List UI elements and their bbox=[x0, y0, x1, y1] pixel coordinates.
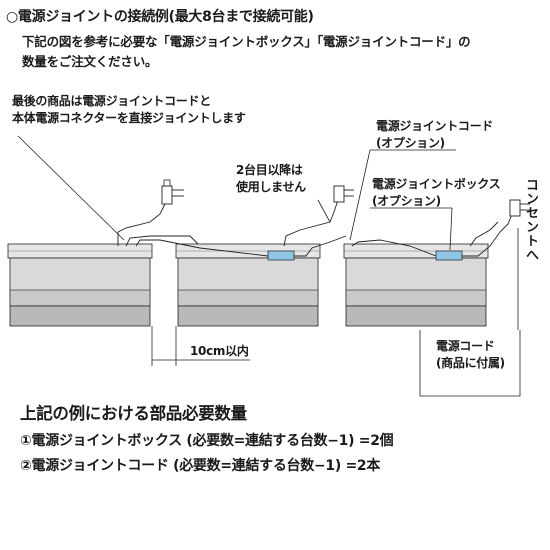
callout-joint-box: 電源ジョイントボックス (オプション) bbox=[372, 176, 501, 210]
intro-line-1: 下記の図を参考に必要な「電源ジョイントボックス」「電源ジョイントコード」の bbox=[22, 34, 471, 49]
callout-power-cord-line-1: 電源コード bbox=[436, 339, 495, 353]
blind-unit-2 bbox=[175, 243, 321, 327]
requirement-item-1: ①電源ジョイントボックス (必要数=連結する台数−1) =2個 bbox=[20, 433, 394, 449]
callout-last-product: 最後の商品は電源ジョイントコードと 本体電源コネクターを直接ジョイントします bbox=[12, 93, 246, 127]
callout-outlet: コンセントへ bbox=[523, 178, 538, 262]
callout-last-product-line-1: 最後の商品は電源ジョイントコードと bbox=[12, 94, 211, 108]
blind-unit-1 bbox=[7, 243, 153, 327]
callout-second-unit-line-1: 2台目以降は bbox=[236, 163, 303, 177]
callout-power-cord: 電源コード (商品に付属) bbox=[436, 338, 505, 372]
callout-joint-box-line-1: 電源ジョイントボックス bbox=[372, 177, 501, 191]
plug-2 bbox=[333, 185, 354, 203]
leader-lines bbox=[17, 135, 521, 397]
callout-distance: 10cm以内 bbox=[190, 344, 249, 358]
callout-joint-cord: 電源ジョイントコード (オプション) bbox=[376, 118, 493, 152]
callout-joint-cord-line-1: 電源ジョイントコード bbox=[376, 119, 494, 133]
plug-3 bbox=[509, 199, 530, 217]
callout-joint-box-line-2: (オプション) bbox=[372, 194, 441, 208]
plug-1 bbox=[161, 179, 184, 205]
page-title: ○電源ジョイントの接続例(最大8台まで接続可能) bbox=[6, 9, 314, 25]
callout-second-unit-line-2: 使用しません bbox=[236, 180, 306, 194]
joint-box-1 bbox=[267, 250, 295, 261]
callout-second-unit: 2台目以降は 使用しません bbox=[236, 162, 306, 196]
joint-box-2 bbox=[435, 250, 463, 261]
callout-power-cord-line-2: (商品に付属) bbox=[436, 356, 505, 370]
requirements-title: 上記の例における部品必要数量 bbox=[20, 404, 247, 423]
callout-last-product-line-2: 本体電源コネクターを直接ジョイントします bbox=[12, 111, 246, 125]
distance-marker bbox=[151, 326, 250, 366]
intro-line-2: 数量をご注文ください。 bbox=[22, 54, 158, 69]
callout-joint-cord-line-2: (オプション) bbox=[376, 136, 445, 150]
requirement-item-2: ②電源ジョイントコード (必要数=連結する台数−1) =2本 bbox=[20, 458, 381, 474]
